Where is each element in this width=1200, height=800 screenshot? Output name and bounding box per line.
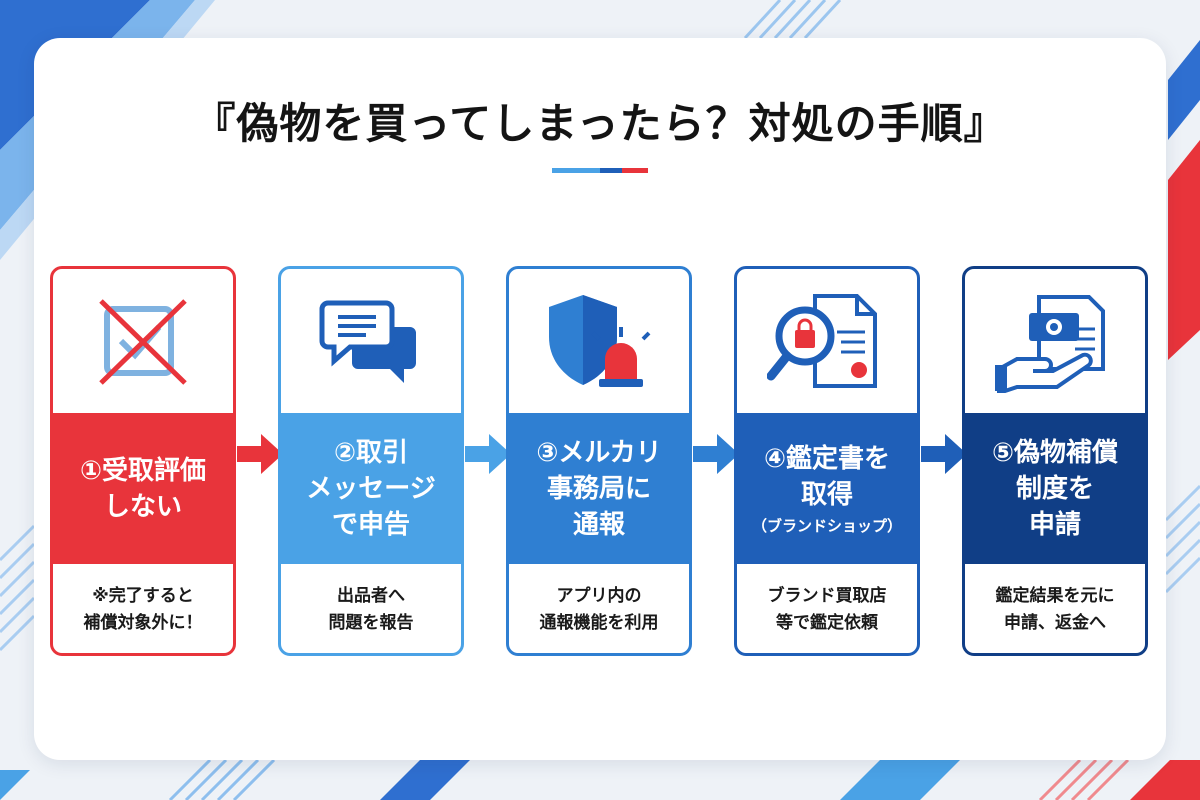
title-underline <box>552 168 648 173</box>
step-card-3: ③メルカリ 事務局に 通報 アプリ内の 通報機能を利用 <box>506 266 692 656</box>
step-3-note-line-2: 通報機能を利用 <box>539 613 659 633</box>
step-4-subtitle: （ブランドショップ） <box>751 516 902 535</box>
chat-bubbles-icon <box>319 300 416 383</box>
step-2-title-line-1: ②取引 <box>333 437 408 468</box>
step-5-title-line-2: 制度を <box>1015 473 1094 504</box>
step-card-5: ⑤偽物補償 制度を 申請 鑑定結果を元に 申請、返金へ <box>962 266 1148 656</box>
step-5-note-line-2: 申請、返金へ <box>1004 613 1106 633</box>
shield-alarm-icon <box>549 295 651 387</box>
hand-money-icon <box>995 295 1105 393</box>
crossed-checkbox-icon <box>99 299 187 385</box>
step-card-2: ②取引 メッセージ で申告 出品者へ 問題を報告 <box>278 266 464 656</box>
step-1-note-line-1: ※完了すると <box>92 586 194 606</box>
step-4-title-line-2: 取得 <box>800 479 853 510</box>
arrow-right-icon <box>921 434 967 474</box>
step-5-title-line-3: 申請 <box>1028 509 1081 540</box>
step-1-title-line-2: しない <box>103 491 182 522</box>
step-3-title-line-1: ③メルカリ <box>536 437 662 468</box>
step-card-4: ④鑑定書を 取得 （ブランドショップ） ブランド買取店 等で鑑定依頼 <box>734 266 920 656</box>
step-5-note-line-1: 鑑定結果を元に <box>995 586 1115 606</box>
step-2-title-line-2: メッセージ <box>306 473 436 504</box>
step-4-note-line-2: 等で鑑定依頼 <box>776 613 878 633</box>
step-3-title-line-2: 事務局に <box>546 473 651 504</box>
step-3-note-line-1: アプリ内の <box>556 586 642 606</box>
step-card-1: ①受取評価 しない ※完了すると 補償対象外に！ <box>50 266 236 656</box>
step-2-note-line-2: 問題を報告 <box>328 613 414 633</box>
step-1-title-line-1: ①受取評価 <box>79 455 206 486</box>
step-1-note-line-2: 補償対象外に！ <box>83 613 203 633</box>
step-2-note-line-1: 出品者へ <box>337 586 405 606</box>
step-3-title-line-3: 通報 <box>572 509 625 540</box>
magnifier-certificate-icon <box>767 294 877 388</box>
page-title: 『偽物を買ってしまったら？対処の手順』 <box>193 99 1007 148</box>
arrow-right-icon <box>237 434 283 474</box>
step-4-note-line-1: ブランド買取店 <box>767 586 887 606</box>
arrow-right-icon <box>465 434 511 474</box>
step-5-title-line-1: ⑤偽物補償 <box>991 437 1118 468</box>
arrow-right-icon <box>693 434 739 474</box>
step-4-title-line-1: ④鑑定書を <box>763 443 890 474</box>
step-2-title-line-3: で申告 <box>331 509 410 540</box>
